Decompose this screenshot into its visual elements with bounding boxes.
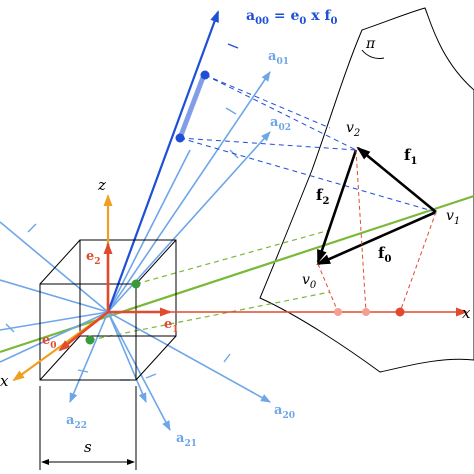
ray-up-mid — [107, 149, 191, 313]
blue-dashed-projections — [179, 74, 437, 213]
vertex-v2-label: v2 — [346, 120, 360, 139]
edge-f1 — [356, 146, 437, 214]
ray-a21 — [107, 311, 171, 431]
ray-left-1 — [0, 311, 109, 331]
plane-label: π — [365, 36, 376, 52]
ray-a22 — [69, 311, 109, 403]
cube — [39, 239, 177, 381]
vertex-v1-label: v1 — [446, 208, 460, 227]
ray-a01 — [107, 71, 271, 313]
light-blue-rays — [0, 71, 271, 431]
ray-a00-highlight — [177, 71, 208, 139]
axis-point-v2 — [362, 308, 370, 316]
e1-label: e1 — [164, 317, 179, 335]
edge-f0-label: f0 — [378, 244, 391, 265]
ray-a00-formula: a00 = e0 x f0 — [246, 8, 337, 27]
e0-arrow — [58, 310, 109, 352]
edge-f2-label: f2 — [316, 186, 329, 207]
edge-f2 — [316, 149, 358, 264]
axis-point-v0 — [334, 308, 342, 316]
green-dashed-line-2 — [89, 291, 331, 341]
ray-a02-label: a02 — [270, 115, 291, 133]
ray-a00 — [106, 10, 220, 313]
ray-left-2 — [0, 311, 109, 363]
ray-a22-label: a22 — [66, 413, 87, 431]
green-point-upper — [131, 279, 141, 289]
green-point-lower — [85, 335, 95, 345]
ray-a21-label: a21 — [176, 431, 197, 449]
ray-a20-label: a20 — [274, 403, 295, 421]
red-dashed-projections — [317, 149, 437, 313]
e2-label: e2 — [86, 249, 101, 267]
edge-f0 — [316, 210, 437, 266]
x-axis-end-label: x — [462, 304, 471, 322]
x-partial-label: x — [0, 372, 9, 390]
ray-a00-tick-1 — [227, 43, 239, 49]
edge-f1-label: f1 — [404, 146, 417, 167]
plane-pi-corner-arc — [361, 49, 385, 59]
z-axis-label: z — [97, 176, 106, 194]
axis-point-v1 — [395, 307, 405, 317]
ray-a01-label: a01 — [268, 49, 289, 67]
green-dashed-line-1 — [135, 229, 331, 285]
ray-upper-left-1 — [0, 221, 109, 313]
dimension-s-label: s — [84, 438, 92, 456]
e0-label: e0 — [42, 333, 57, 351]
plane-pi-outline — [259, 7, 474, 373]
vertex-v0-label: v0 — [302, 272, 317, 291]
ray-a20 — [107, 311, 271, 403]
ray-upper-left-2 — [0, 279, 109, 313]
ray-down-mid — [107, 311, 147, 403]
